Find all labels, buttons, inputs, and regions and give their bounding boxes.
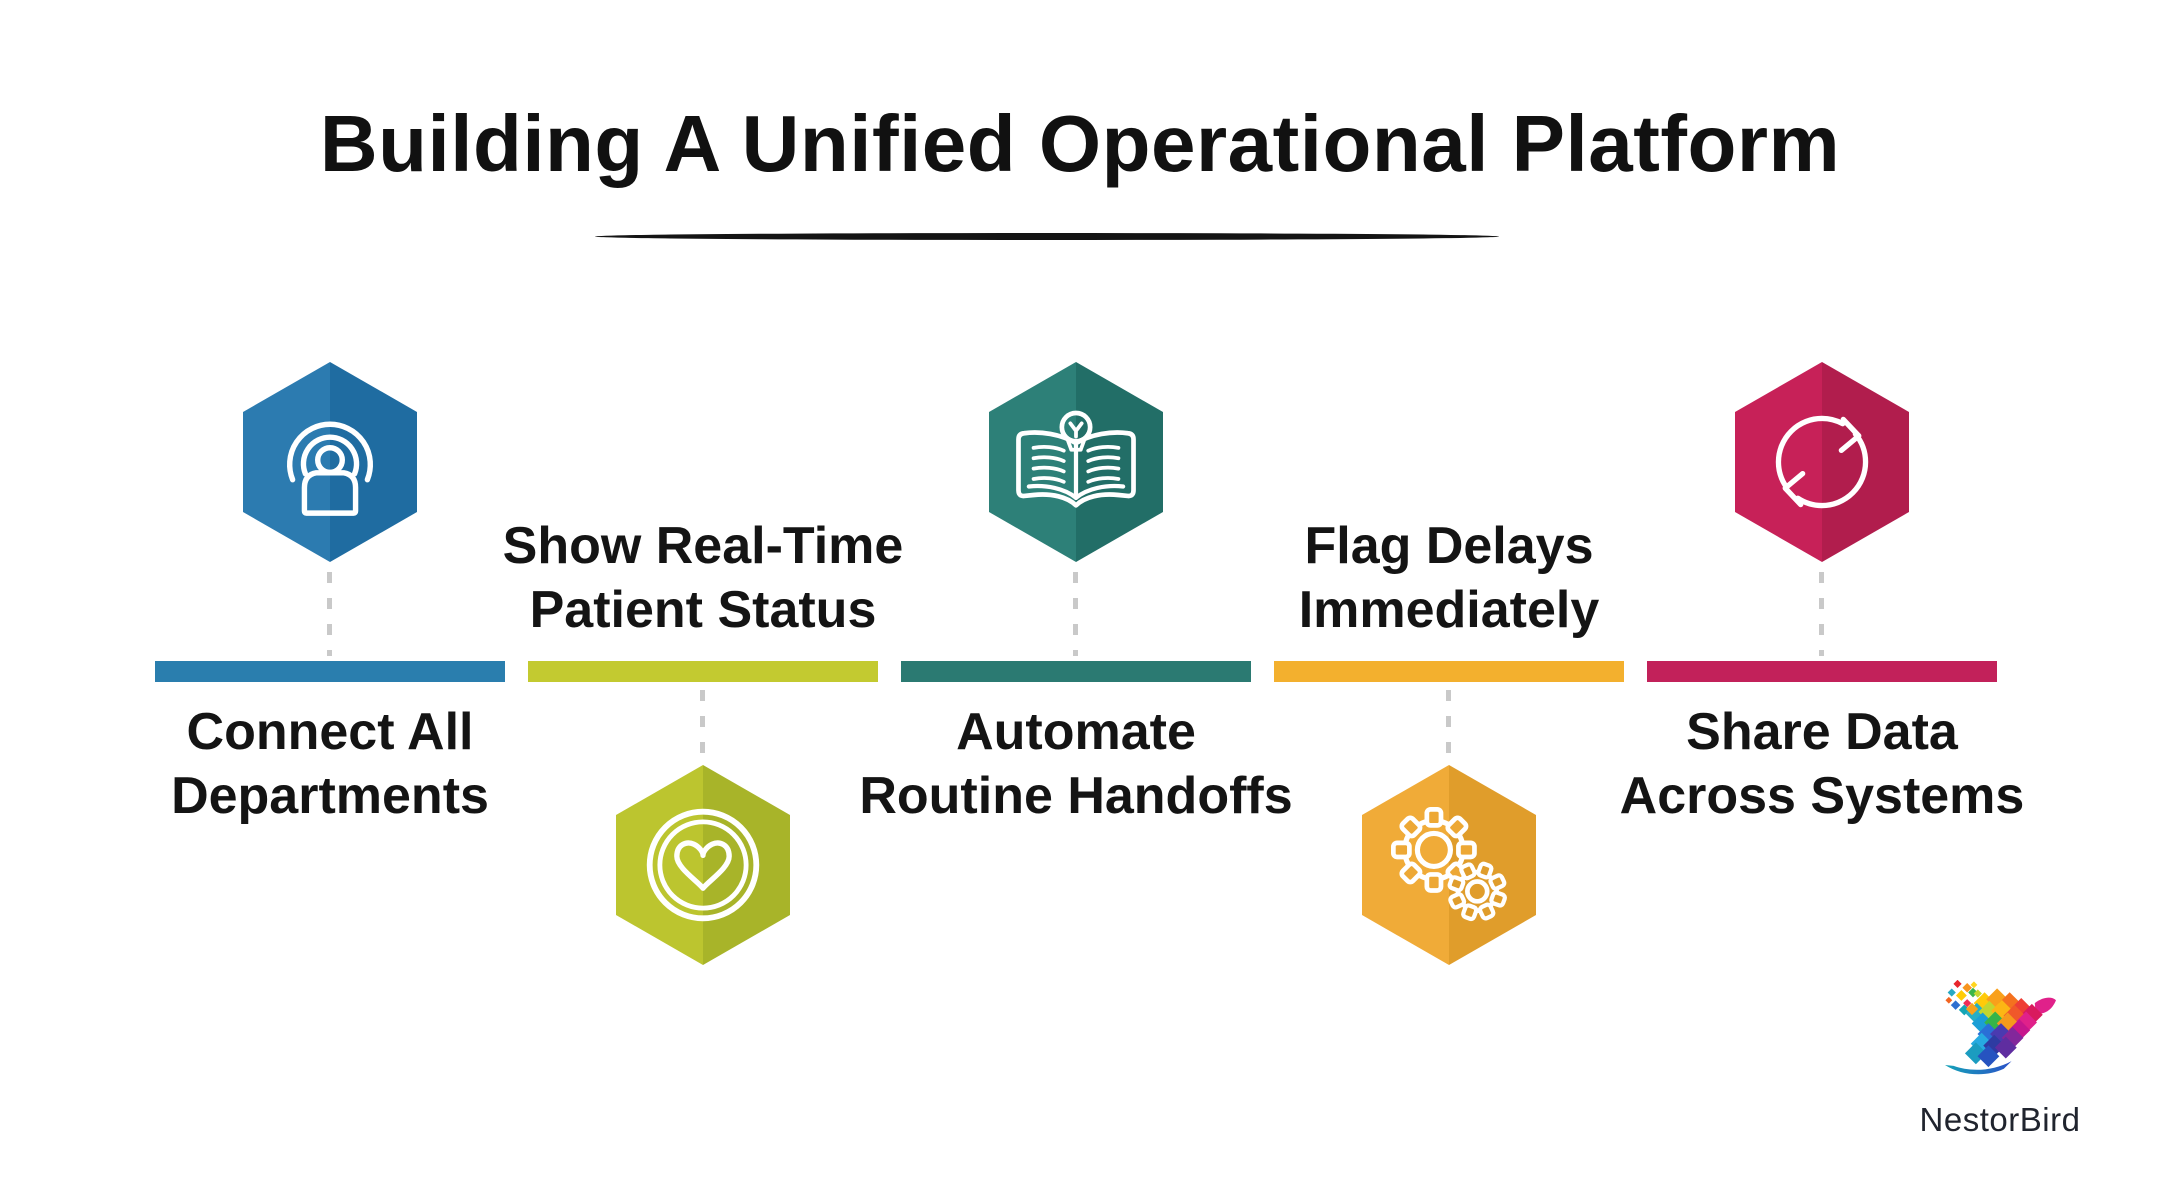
step-label-line: Flag Delays: [1304, 517, 1594, 575]
timeline-bar-share: [1647, 661, 1997, 682]
dashed-connector-realtime: [700, 690, 705, 760]
dashed-connector-connect: [327, 572, 332, 656]
broadcast-person-icon: [286, 421, 374, 516]
nestorbird-bird-icon: [1944, 980, 2056, 1075]
step-label-line: Automate: [956, 703, 1196, 761]
step-label-line: Immediately: [1298, 581, 1600, 639]
timeline-bar-realtime: [528, 661, 878, 682]
dashed-connector-share: [1819, 572, 1824, 656]
brand-logo: NestorBird: [1894, 980, 2106, 1139]
heart-in-rings-icon: [646, 808, 760, 922]
dashed-connector-automate: [1073, 572, 1078, 656]
timeline-bar-connect: [155, 661, 505, 682]
hexagon-flag-delays: [1362, 765, 1536, 965]
step-label-line: Departments: [171, 767, 489, 825]
step-label-routine-handoffs: Automate Routine Handoffs: [816, 700, 1336, 828]
page-title: Building A Unified Operational Platform: [319, 99, 1841, 188]
step-label-line: Connect All: [186, 703, 474, 761]
hexagon-connect-departments: [243, 362, 417, 562]
dashed-connector-flag: [1446, 690, 1451, 760]
hexagon-share-data: [1735, 362, 1909, 562]
sync-arrows-icon: [1775, 415, 1869, 509]
step-label-line: Patient Status: [529, 581, 877, 639]
step-label-flag-delays: Flag Delays Immediately: [1189, 514, 1709, 642]
title-underline: [595, 233, 1499, 240]
step-label-share-data: Share Data Across Systems: [1562, 700, 2082, 828]
open-book-lightbulb-icon: [1016, 410, 1136, 508]
gears-icon: [1391, 807, 1507, 922]
step-label-line: Across Systems: [1619, 767, 2025, 825]
step-label-line: Routine Handoffs: [859, 767, 1293, 825]
hexagon-patient-status: [616, 765, 790, 965]
timeline-bar-automate: [901, 661, 1251, 682]
brand-name: NestorBird: [1919, 1101, 2081, 1138]
step-label-line: Show Real-Time: [502, 517, 904, 575]
step-label-connect-departments: Connect All Departments: [70, 700, 590, 828]
timeline-bar-flag: [1274, 661, 1624, 682]
hexagon-routine-handoffs: [989, 362, 1163, 562]
step-label-line: Share Data: [1686, 703, 1958, 761]
step-label-patient-status: Show Real-Time Patient Status: [443, 514, 963, 642]
